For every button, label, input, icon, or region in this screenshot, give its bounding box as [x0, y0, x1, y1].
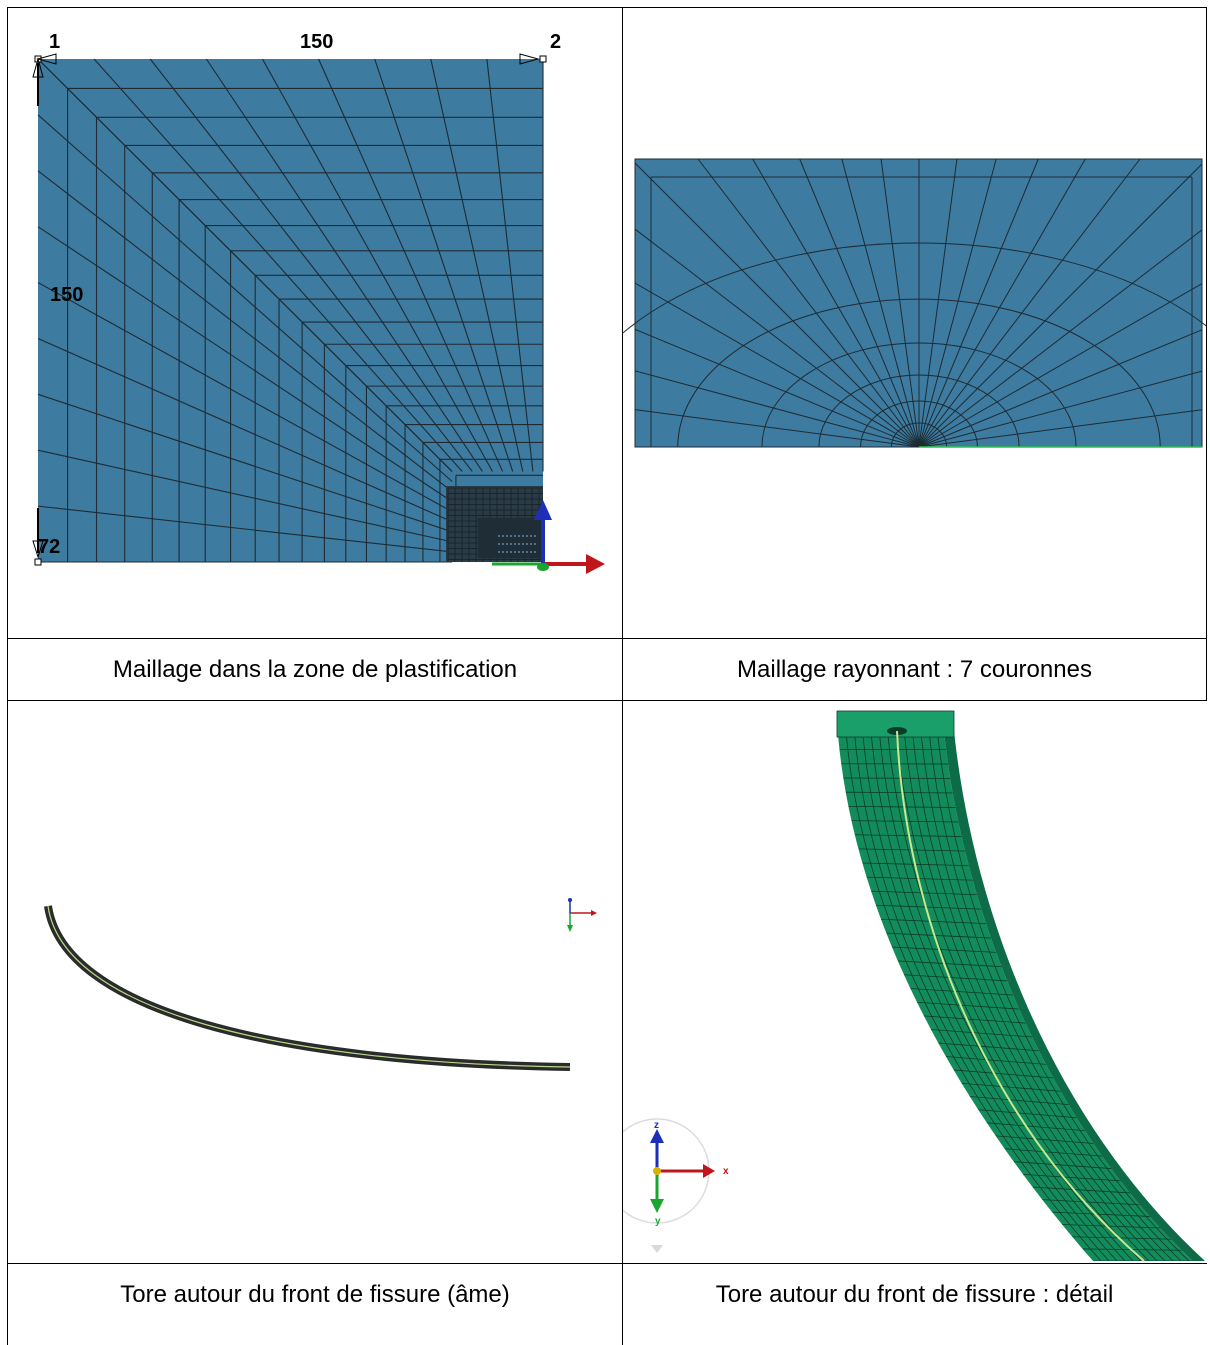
- axis-gizmo: z x y: [623, 1118, 729, 1253]
- caption-radial-mesh: Maillage rayonnant : 7 couronnes: [737, 655, 1092, 683]
- node-72-marker: [32, 508, 44, 566]
- figure-plastification-mesh: 1 2 72 150 150: [8, 8, 622, 638]
- table-border-middle: [622, 7, 623, 1345]
- node-2-label: 2: [550, 31, 561, 53]
- table-border-left: [7, 7, 8, 1345]
- figure-torus-core: [8, 701, 622, 1263]
- torus-core-image: [44, 898, 597, 1071]
- caption-torus-core: Tore autour du front de fissure (âme): [120, 1281, 510, 1308]
- axis-triad: [492, 500, 605, 574]
- torus-detail-image: z x y: [623, 710, 1205, 1262]
- axis-x-label: x: [723, 1166, 729, 1177]
- torus-detail-mesh: [836, 710, 1205, 1262]
- caption-plastification: Maillage dans la zone de plastification: [112, 655, 518, 683]
- mesh-lines: [37, 58, 544, 563]
- dimension-left-label: 150: [50, 284, 83, 306]
- figure-radial-mesh: [623, 8, 1206, 638]
- node-1-label: 1: [49, 31, 60, 53]
- radial-mesh-lines: [623, 158, 1206, 448]
- table-border-row2: [7, 700, 1207, 701]
- node-1-marker: [32, 53, 57, 106]
- table-border-row1: [7, 638, 1207, 639]
- node-2-marker: [519, 53, 547, 65]
- dimension-top-label: 150: [300, 31, 333, 53]
- torus-band: [44, 905, 571, 1071]
- radial-mesh-image: [623, 158, 1206, 448]
- detail-crack-front: [896, 730, 1145, 1262]
- figure-table: 1 2 72 150 150: [7, 7, 1207, 1345]
- table-border-right: [1206, 7, 1207, 701]
- small-axis-triad: [567, 898, 597, 932]
- node-72-label: 72: [38, 536, 60, 558]
- axis-y-label: y: [655, 1216, 661, 1227]
- figure-torus-detail: z x y: [623, 701, 1206, 1263]
- caption-torus-detail: Tore autour du front de fissure : détail: [715, 1281, 1114, 1308]
- axis-z-label: z: [654, 1120, 659, 1131]
- table-border-top: [7, 7, 1207, 8]
- table-border-row3: [7, 1263, 1207, 1264]
- torus-crack-front: [47, 905, 571, 1068]
- plastification-mesh-image: 1 2 72 150 150: [32, 31, 605, 574]
- dense-mesh-zone: [446, 486, 543, 562]
